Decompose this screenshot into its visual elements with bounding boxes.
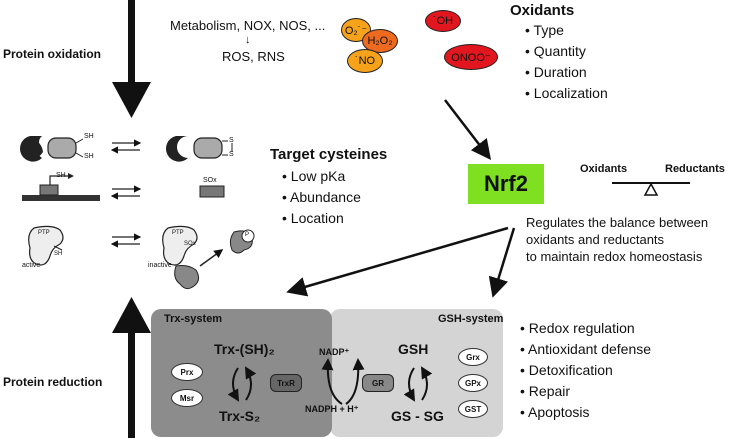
ros-rns-text: ROS, RNS — [222, 49, 285, 64]
gsh-reduced-label: GSH — [398, 341, 429, 357]
gpx-enzyme: GPx — [458, 374, 488, 392]
function-item: Antioxidant defense — [520, 339, 651, 360]
protein-row-2 — [22, 173, 225, 201]
cysteines-item: Abundance — [282, 187, 361, 208]
sources-arrow-glyph: ↓ — [245, 34, 251, 46]
inactive-label: inactive — [148, 262, 172, 269]
nadp-label: NADP⁺ — [319, 347, 350, 357]
balance-reductants-label: Reductants — [665, 163, 725, 175]
cysteines-item: Low pKa — [282, 166, 361, 187]
msr-enzyme: Msr — [171, 389, 203, 407]
sh-label: SH — [84, 133, 94, 140]
gst-enzyme: GST — [458, 400, 488, 418]
oxidants-to-nrf2-arrow — [444, 99, 492, 160]
regulates-line: Regulates the balance between — [526, 215, 709, 230]
gsh-oxidized-label: GS - SG — [391, 408, 444, 424]
target-cysteines-title: Target cysteines — [270, 146, 388, 163]
peroxynitrite-species: ONOO⁻ — [444, 44, 498, 70]
hydroxyl-species: ˙OH — [425, 10, 461, 32]
function-item: Repair — [520, 381, 651, 402]
nadph-label: NADPH + H⁺ — [305, 404, 359, 414]
sox-label: SOx — [184, 241, 196, 247]
equilibrium-arrows — [110, 139, 142, 248]
oxidation-arrow — [112, 0, 151, 118]
redox-cycle-arrows — [227, 358, 433, 405]
trx-reduced-label: Trx-(SH)₂ — [214, 341, 275, 357]
functions-list: Redox regulation Antioxidant defense Det… — [520, 318, 651, 423]
reduction-arrow — [112, 297, 151, 438]
balance-oxidants-label: Oxidants — [580, 163, 628, 175]
sh-label: SH — [56, 172, 66, 179]
trx-oxidized-label: Trx-S₂ — [219, 408, 261, 424]
nrf2-to-gsh-arrow — [488, 227, 516, 298]
protein-oxidation-label: Protein oxidation — [3, 47, 102, 61]
gsh-system-title: GSH-system — [438, 313, 504, 325]
protein-row-1 — [19, 136, 233, 162]
cysteines-item: Location — [282, 208, 361, 229]
gr-enzyme: GR — [362, 374, 394, 392]
nitric-oxide-species: ˙NO — [347, 49, 383, 73]
sox-label: SOx — [203, 177, 217, 184]
trx-system-title: Trx-system — [164, 313, 223, 325]
function-item: Redox regulation — [520, 318, 651, 339]
function-item: Apoptosis — [520, 402, 651, 423]
regulates-line: oxidants and reductants — [526, 232, 665, 247]
ros-sources-text: Metabolism, NOX, NOS, ... — [170, 18, 326, 33]
grx-enzyme: Grx — [458, 348, 488, 366]
balance-scale-icon — [612, 182, 690, 196]
s-label: S — [229, 137, 234, 144]
nrf2-to-reduction-arrow — [286, 226, 509, 297]
oxidants-item: Localization — [525, 83, 608, 104]
oxidants-item: Quantity — [525, 41, 608, 62]
protein-reduction-label: Protein reduction — [3, 375, 103, 389]
protein-row-3 — [28, 225, 255, 290]
sh-label: SH — [54, 251, 63, 257]
prx-enzyme: Prx — [171, 363, 203, 381]
oxidants-list: Type Quantity Duration Localization — [525, 20, 608, 104]
oxidants-item: Duration — [525, 62, 608, 83]
active-label: active — [22, 262, 41, 269]
function-item: Detoxification — [520, 360, 651, 381]
oxidants-title: Oxidants — [510, 2, 575, 19]
ptp-label: PTP — [38, 230, 50, 236]
regulates-text: Regulates the balance between oxidants a… — [526, 214, 708, 265]
nrf2-box: Nrf2 — [468, 164, 544, 204]
s-label: S — [229, 151, 234, 158]
phosphate-label: P — [245, 232, 250, 238]
trxr-enzyme: TrxR — [270, 374, 302, 392]
cysteines-list: Low pKa Abundance Location — [282, 166, 361, 229]
regulates-line: to maintain redox homeostasis — [526, 249, 703, 264]
oxidants-item: Type — [525, 20, 608, 41]
ptp-label: PTP — [172, 230, 184, 236]
sh-label: SH — [84, 153, 94, 160]
